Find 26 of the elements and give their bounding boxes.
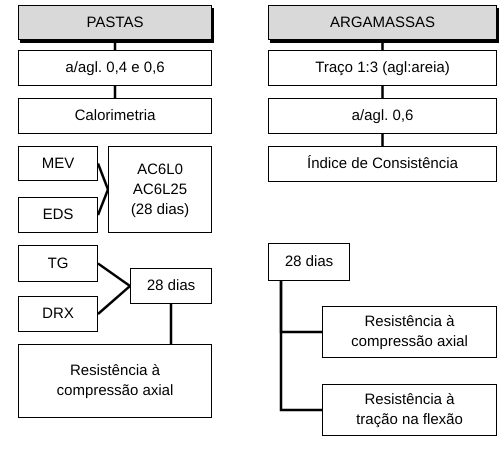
process-box: Resistência à compressão axial	[322, 306, 497, 358]
connector-line	[381, 86, 384, 98]
process-box: Resistência à tração na flexão	[322, 384, 497, 436]
header-box: ARGAMASSAS	[268, 5, 497, 40]
connector-line	[170, 304, 172, 344]
process-box: Índice de Consistência	[268, 146, 497, 182]
header-box: PASTAS	[18, 5, 212, 40]
connector-line	[97, 262, 131, 288]
connector-line	[280, 281, 322, 412]
process-box: MEV	[18, 146, 98, 181]
process-box: DRX	[18, 296, 98, 332]
process-box: Calorimetria	[18, 98, 212, 134]
process-box: Resistência à compressão axial	[18, 344, 212, 418]
connector-line	[96, 163, 110, 190]
process-box: TG	[18, 245, 98, 282]
process-box: a/agl. 0,4 e 0,6	[18, 50, 212, 86]
process-box: 28 dias	[268, 243, 350, 281]
connector-line	[96, 189, 110, 216]
connector-line	[381, 134, 384, 146]
process-box: EDS	[18, 197, 98, 233]
process-box: 28 dias	[130, 268, 212, 304]
process-box: a/agl. 0,6	[268, 98, 497, 134]
process-box: AC6L0 AC6L25 (28 dias)	[108, 146, 212, 233]
connector-line	[97, 285, 131, 315]
process-box: Traço 1:3 (agl:areia)	[268, 50, 497, 86]
connector-line	[114, 86, 116, 98]
